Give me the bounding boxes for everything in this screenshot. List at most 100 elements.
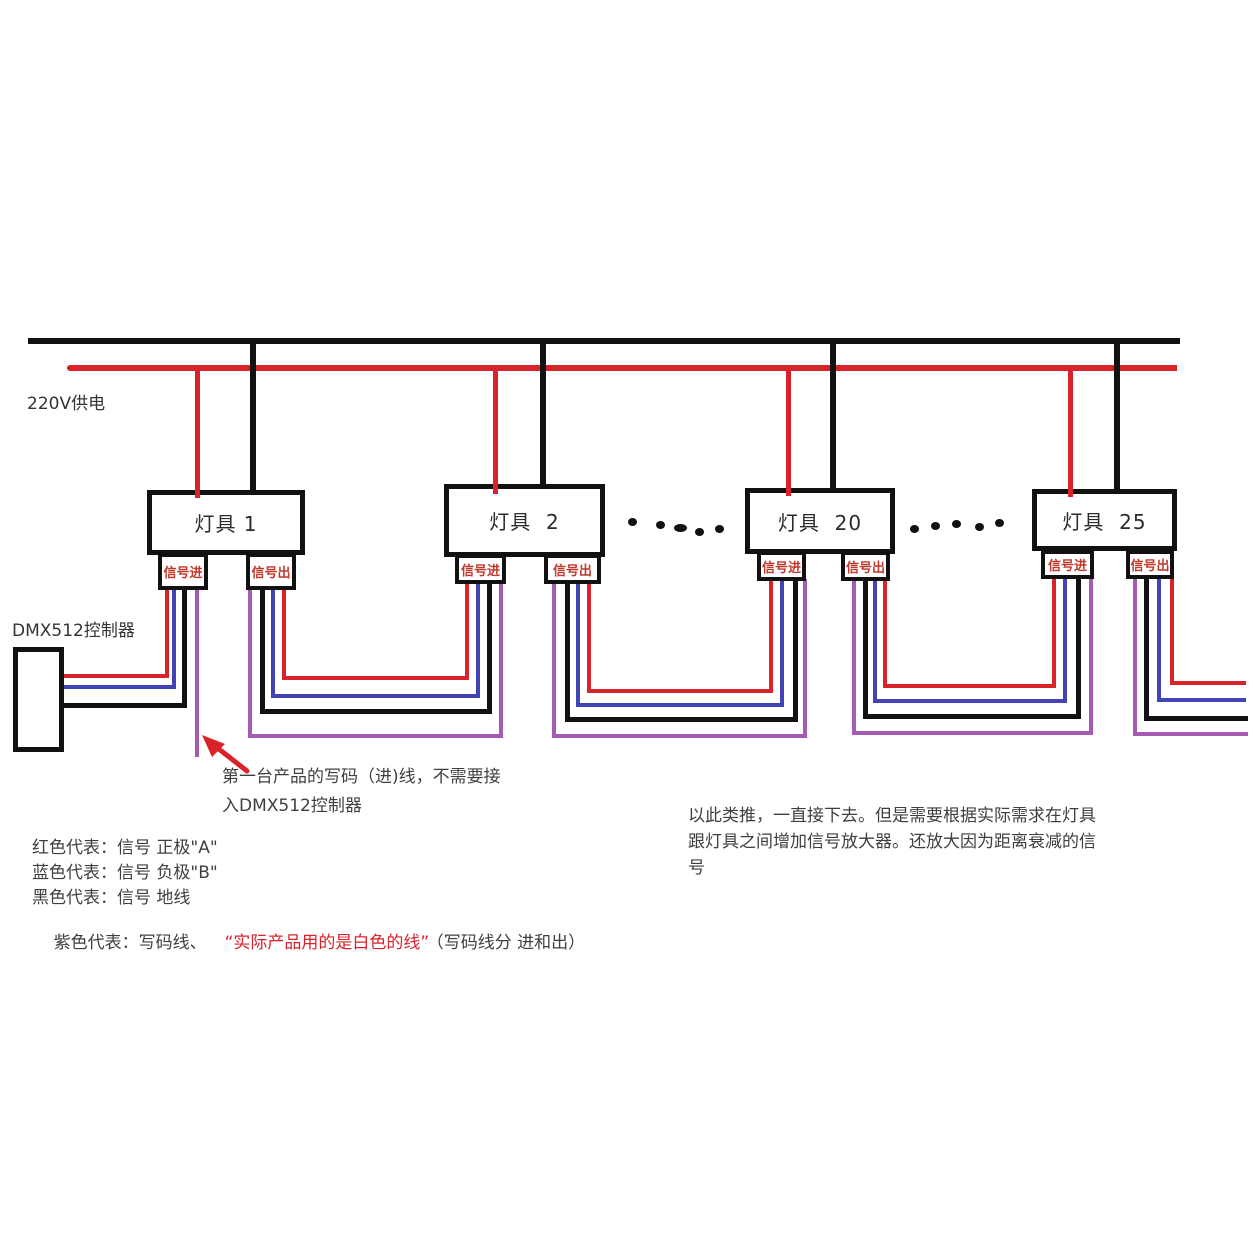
- lamp-20-label: 灯具 20: [777, 510, 863, 535]
- wire-b3-blue-up: [1063, 576, 1067, 703]
- power-drop-black-lamp1: [250, 341, 256, 493]
- power-drop-red-lamp1: [195, 368, 200, 498]
- wire-tail-red-across: [1170, 681, 1246, 685]
- lamp-20-signal-in-port: 信号进: [757, 551, 806, 581]
- wire-tail-black-across: [1144, 716, 1248, 721]
- legend-purple-highlight: “实际产品用的是白色的线”: [224, 933, 430, 953]
- lamp-20-signal-out-label: 信号出: [845, 560, 885, 576]
- lamp-25-label: 灯具 25: [1062, 509, 1147, 534]
- continuation-dot: [695, 528, 704, 536]
- wire-b1-blue-across: [271, 694, 480, 698]
- wire-ctrl-blue-v: [172, 586, 176, 689]
- wire-ctrl-blue-h: [62, 685, 176, 689]
- lamp-20-box: 灯具 20: [745, 488, 895, 554]
- wire-tail-black-down: [1144, 576, 1149, 721]
- lamp-25-box: 灯具 25: [1032, 489, 1177, 551]
- wire-b3-black-across: [863, 714, 1081, 719]
- wire-b1-purple-down: [248, 586, 252, 738]
- legend-purple-prefix: 紫色代表：写码线、: [53, 933, 207, 953]
- lamp-2-signal-out-port: 信号出: [544, 554, 601, 584]
- continuation-dot: [952, 520, 961, 528]
- wire-tail-red-down: [1170, 576, 1174, 685]
- wire-b1-black-up: [487, 580, 492, 714]
- wire-tail-purple-across: [1133, 732, 1248, 736]
- wire-b2-red-down: [587, 580, 591, 693]
- lamp-2-label: 灯具 2: [489, 510, 560, 534]
- wire-b2-blue-down: [576, 580, 580, 707]
- power-bus-black: [28, 338, 1180, 344]
- wire-b3-red-down: [883, 578, 887, 688]
- wire-b3-purple-up: [1089, 576, 1093, 735]
- lamp-1-signal-in-port: 信号进: [158, 553, 208, 590]
- continuation-dot: [674, 524, 687, 532]
- wire-b3-purple-down: [852, 578, 856, 735]
- lamp-1-signal-out-label: 信号出: [251, 566, 291, 581]
- wire-b1-blue-up: [476, 580, 480, 698]
- lamp-25-signal-in-label: 信号进: [1047, 559, 1087, 574]
- wire-tail-blue-down: [1157, 576, 1161, 702]
- controller-label: DMX512控制器: [12, 621, 135, 641]
- wire-ctrl-red-h: [62, 674, 169, 678]
- lamp-1-signal-out-port: 信号出: [246, 553, 296, 590]
- wire-b3-blue-down: [873, 578, 877, 703]
- wire-b1-blue-down: [271, 586, 275, 698]
- continuation-dot: [995, 519, 1004, 527]
- continuation-dot: [715, 525, 724, 533]
- power-drop-black-lamp25: [1114, 341, 1120, 492]
- paragraph-line-2: 跟灯具之间增加信号放大器。还放大因为距离衰减的信: [688, 832, 1096, 852]
- lamp-1-label: 灯具 1: [194, 512, 258, 536]
- lamp-25-signal-in-port: 信号进: [1041, 550, 1094, 579]
- lamp-2-signal-in-port: 信号进: [455, 554, 506, 584]
- lamp-1-box: 灯具 1: [147, 490, 305, 555]
- wire-b2-red-across: [587, 689, 773, 693]
- wire-b2-black-up: [793, 579, 798, 722]
- paragraph-line-1: 以此类推，一直接下去。但是需要根据实际需求在灯具: [688, 806, 1096, 826]
- wire-b2-purple-down: [552, 580, 556, 738]
- lamp-25-signal-out-label: 信号出: [1130, 559, 1170, 574]
- wire-ctrl-black-h: [62, 703, 187, 708]
- legend-blue: 蓝色代表：信号 负极"B": [32, 863, 218, 883]
- wire-b1-red-up: [465, 580, 469, 680]
- note-arrow-icon: [202, 735, 250, 774]
- wire-b2-red-up: [769, 579, 773, 693]
- power-label: 220V供电: [27, 394, 106, 414]
- legend-purple-suffix: （写码线分 进和出）: [435, 933, 586, 953]
- continuation-dot: [931, 522, 940, 530]
- continuation-dot: [910, 525, 919, 533]
- wire-b2-black-down: [565, 580, 570, 722]
- wire-tail-purple-down: [1133, 576, 1137, 736]
- wire-b1-purple-up: [499, 580, 503, 738]
- wire-b2-black-across: [565, 717, 798, 722]
- legend-purple: 紫色代表：写码线、 “实际产品用的是白色的线”（写码线分 进和出）: [32, 908, 586, 973]
- power-drop-black-lamp20: [830, 341, 836, 491]
- wire-b1-purple-across: [248, 734, 503, 738]
- power-bus-red: [67, 365, 1177, 371]
- wire-b1-red-across: [282, 676, 469, 680]
- power-drop-red-lamp25: [1068, 368, 1073, 497]
- lamp-25-signal-out-port: 信号出: [1126, 550, 1174, 579]
- paragraph-line-3: 号: [688, 858, 705, 878]
- legend-black: 黑色代表：信号 地线: [32, 888, 191, 908]
- wire-b3-black-down: [863, 578, 868, 719]
- lamp-20-signal-in-label: 信号进: [761, 560, 801, 576]
- wire-b2-purple-across: [552, 734, 807, 738]
- continuation-dot: [628, 518, 637, 526]
- wire-ctrl-red-v: [165, 586, 169, 678]
- controller-box: [13, 647, 64, 752]
- lamp-1-signal-in-label: 信号进: [163, 566, 203, 581]
- continuation-dot: [975, 523, 984, 531]
- lamp-20-signal-out-port: 信号出: [841, 551, 890, 581]
- wire-b1-black-across: [260, 709, 492, 714]
- note-line-2: 入DMX512控制器: [222, 796, 362, 816]
- wire-b2-blue-up: [780, 579, 784, 707]
- power-drop-red-lamp2: [493, 368, 498, 494]
- lamp-2-box: 灯具 2: [444, 484, 605, 557]
- wire-tail-blue-across: [1157, 698, 1246, 702]
- power-drop-red-lamp20: [786, 368, 791, 496]
- continuation-dot: [656, 521, 665, 529]
- wire-b3-blue-across: [873, 699, 1067, 703]
- wire-b3-black-up: [1076, 576, 1081, 719]
- lamp-2-signal-out-label: 信号出: [552, 563, 592, 579]
- wire-b3-red-up: [1052, 576, 1056, 688]
